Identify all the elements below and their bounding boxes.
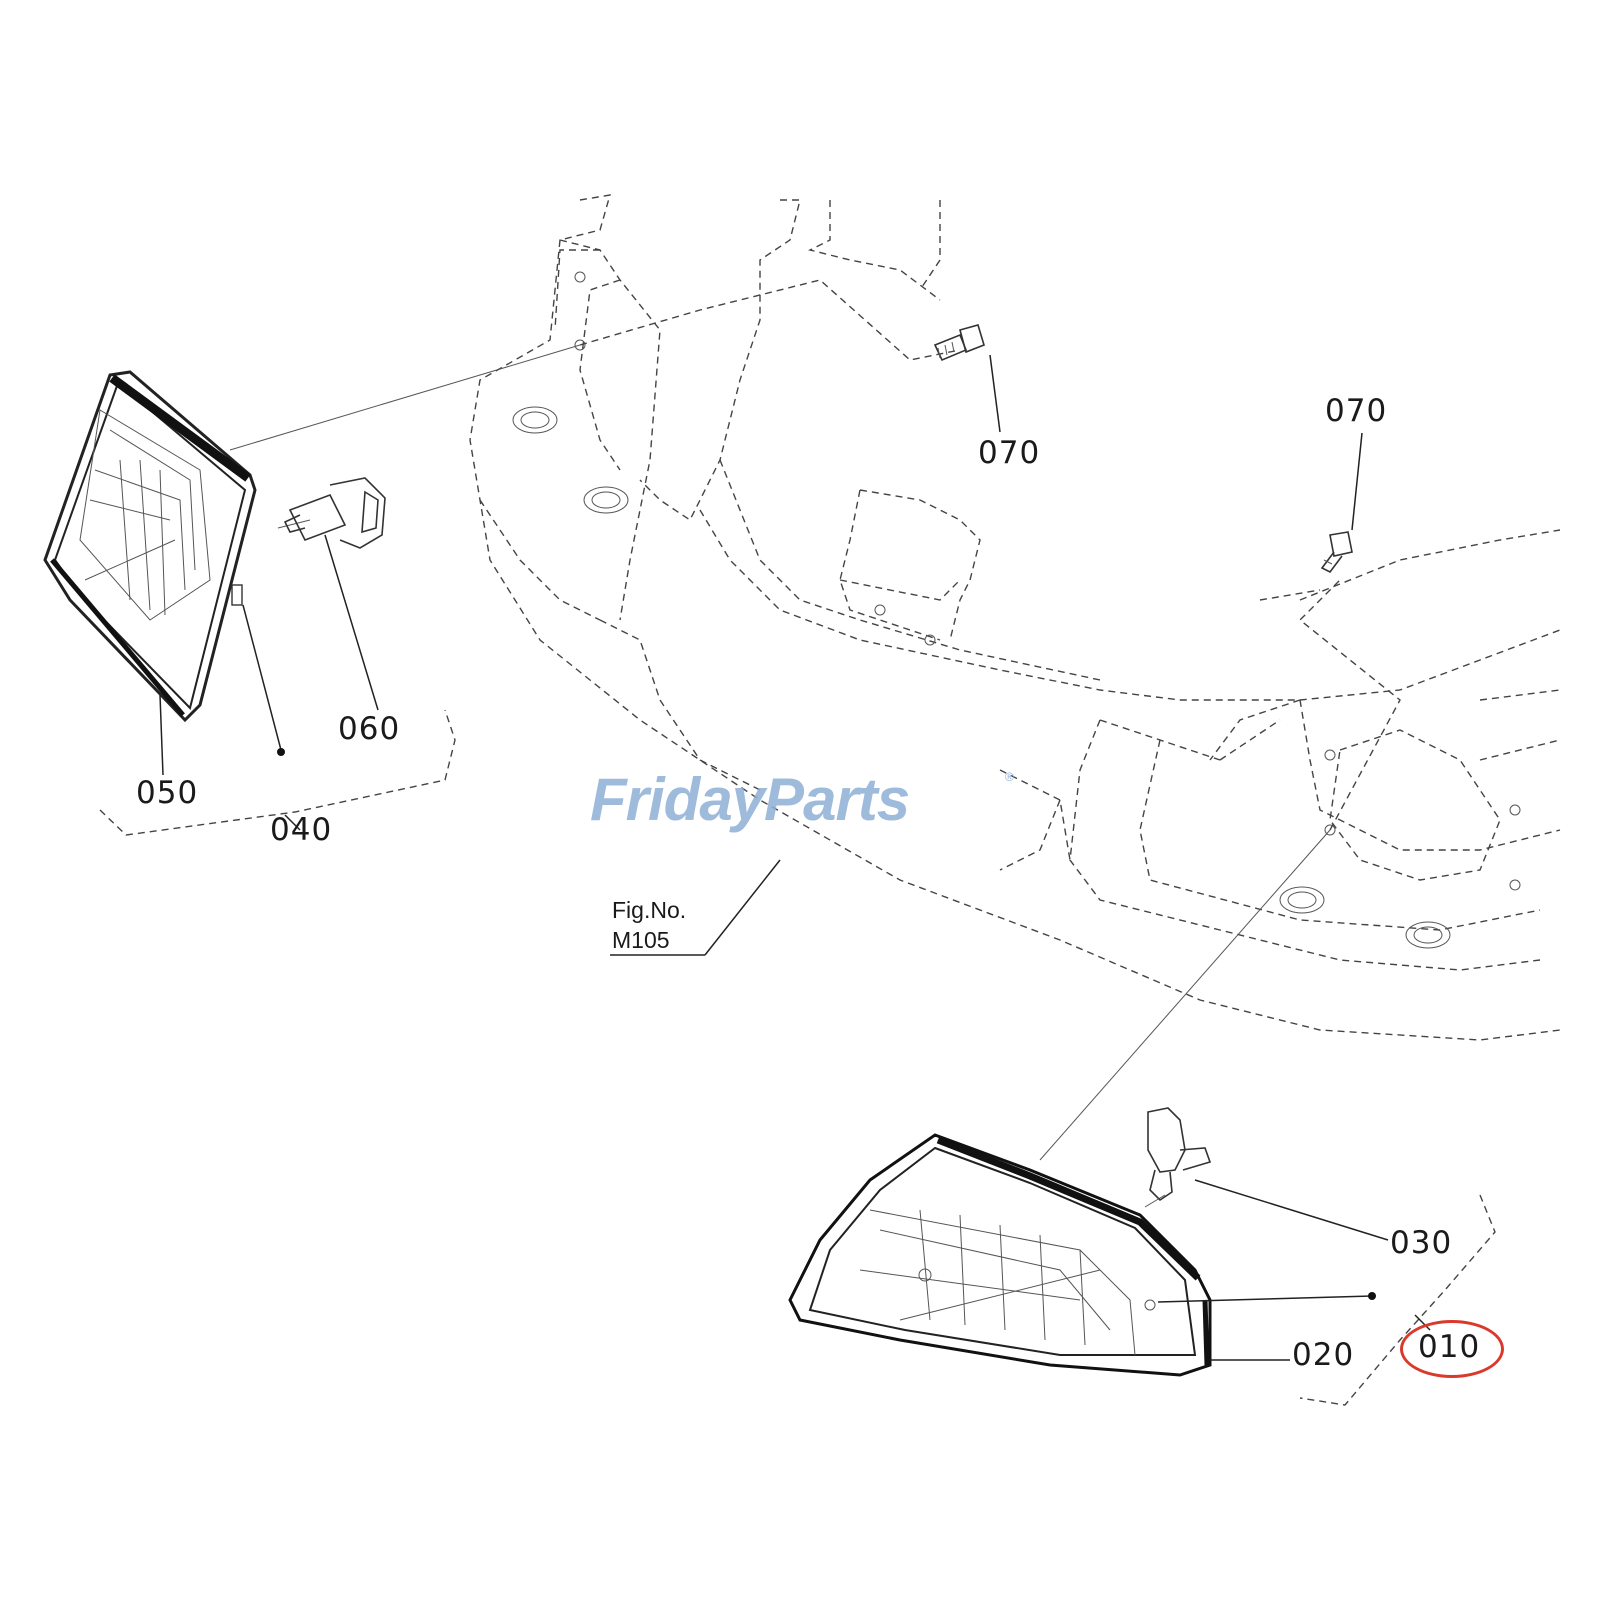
screw-070-top — [933, 324, 985, 362]
callout-060: 060 — [338, 711, 401, 747]
figure-ref-number: M105 — [612, 927, 670, 953]
callout-070-right: 070 — [1325, 393, 1388, 429]
figure-ref-label: Fig.No. — [612, 897, 687, 923]
mounting-holes — [512, 271, 1521, 949]
brand-watermark: FridayParts — [590, 766, 910, 833]
registered-mark: ® — [1005, 770, 1014, 784]
callout-020: 020 — [1292, 1337, 1355, 1373]
callout-leaders — [99, 354, 1496, 1406]
highlight-circle — [1400, 1320, 1504, 1378]
right-lamp-assembly — [788, 1133, 1212, 1377]
callout-030: 030 — [1390, 1225, 1453, 1261]
screw-070-right — [1320, 531, 1353, 574]
callout-050: 050 — [136, 775, 199, 811]
hood-frame-outline — [469, 194, 1561, 1041]
right-bulb — [1147, 1107, 1212, 1202]
callout-070-top: 070 — [978, 435, 1041, 471]
left-lamp-assembly — [43, 370, 257, 723]
assembly-lines — [229, 279, 1401, 1208]
left-bulb-socket — [283, 477, 386, 549]
callout-040: 040 — [270, 812, 333, 848]
